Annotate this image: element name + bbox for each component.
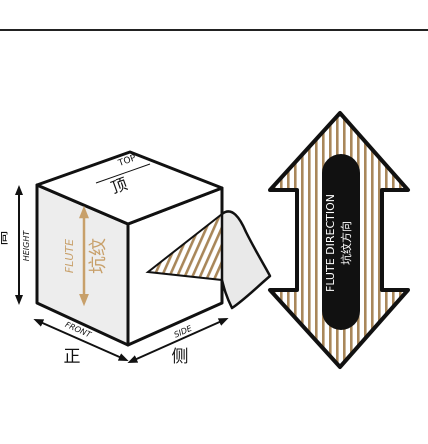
flute-direction-arrow: FLUTE DIRECTION 坑纹方向 bbox=[268, 111, 410, 369]
direction-label-en: FLUTE DIRECTION bbox=[324, 194, 337, 292]
peeled-flap bbox=[220, 210, 272, 310]
box-illustration: TOP 顶 FLUTE 坑纹 HEIGHT 高 FRONT 正 SIDE 侧 bbox=[0, 150, 272, 367]
front-arrow bbox=[33, 318, 129, 362]
side-arrow bbox=[127, 317, 229, 364]
direction-label-cn: 坑纹方向 bbox=[339, 221, 353, 265]
height-label-cn: 高 bbox=[0, 230, 10, 245]
top-label-cn: 顶 bbox=[108, 174, 130, 197]
direction-label-pill bbox=[322, 154, 360, 330]
height-label-en: HEIGHT bbox=[22, 230, 31, 262]
front-label-cn: 正 bbox=[64, 347, 81, 367]
box-top-face bbox=[35, 150, 224, 226]
flute-label-en: FLUTE bbox=[63, 239, 76, 273]
side-label-cn: 侧 bbox=[172, 347, 189, 367]
top-label-divider bbox=[95, 163, 151, 184]
flute-label-cn: 坑纹 bbox=[88, 238, 109, 274]
